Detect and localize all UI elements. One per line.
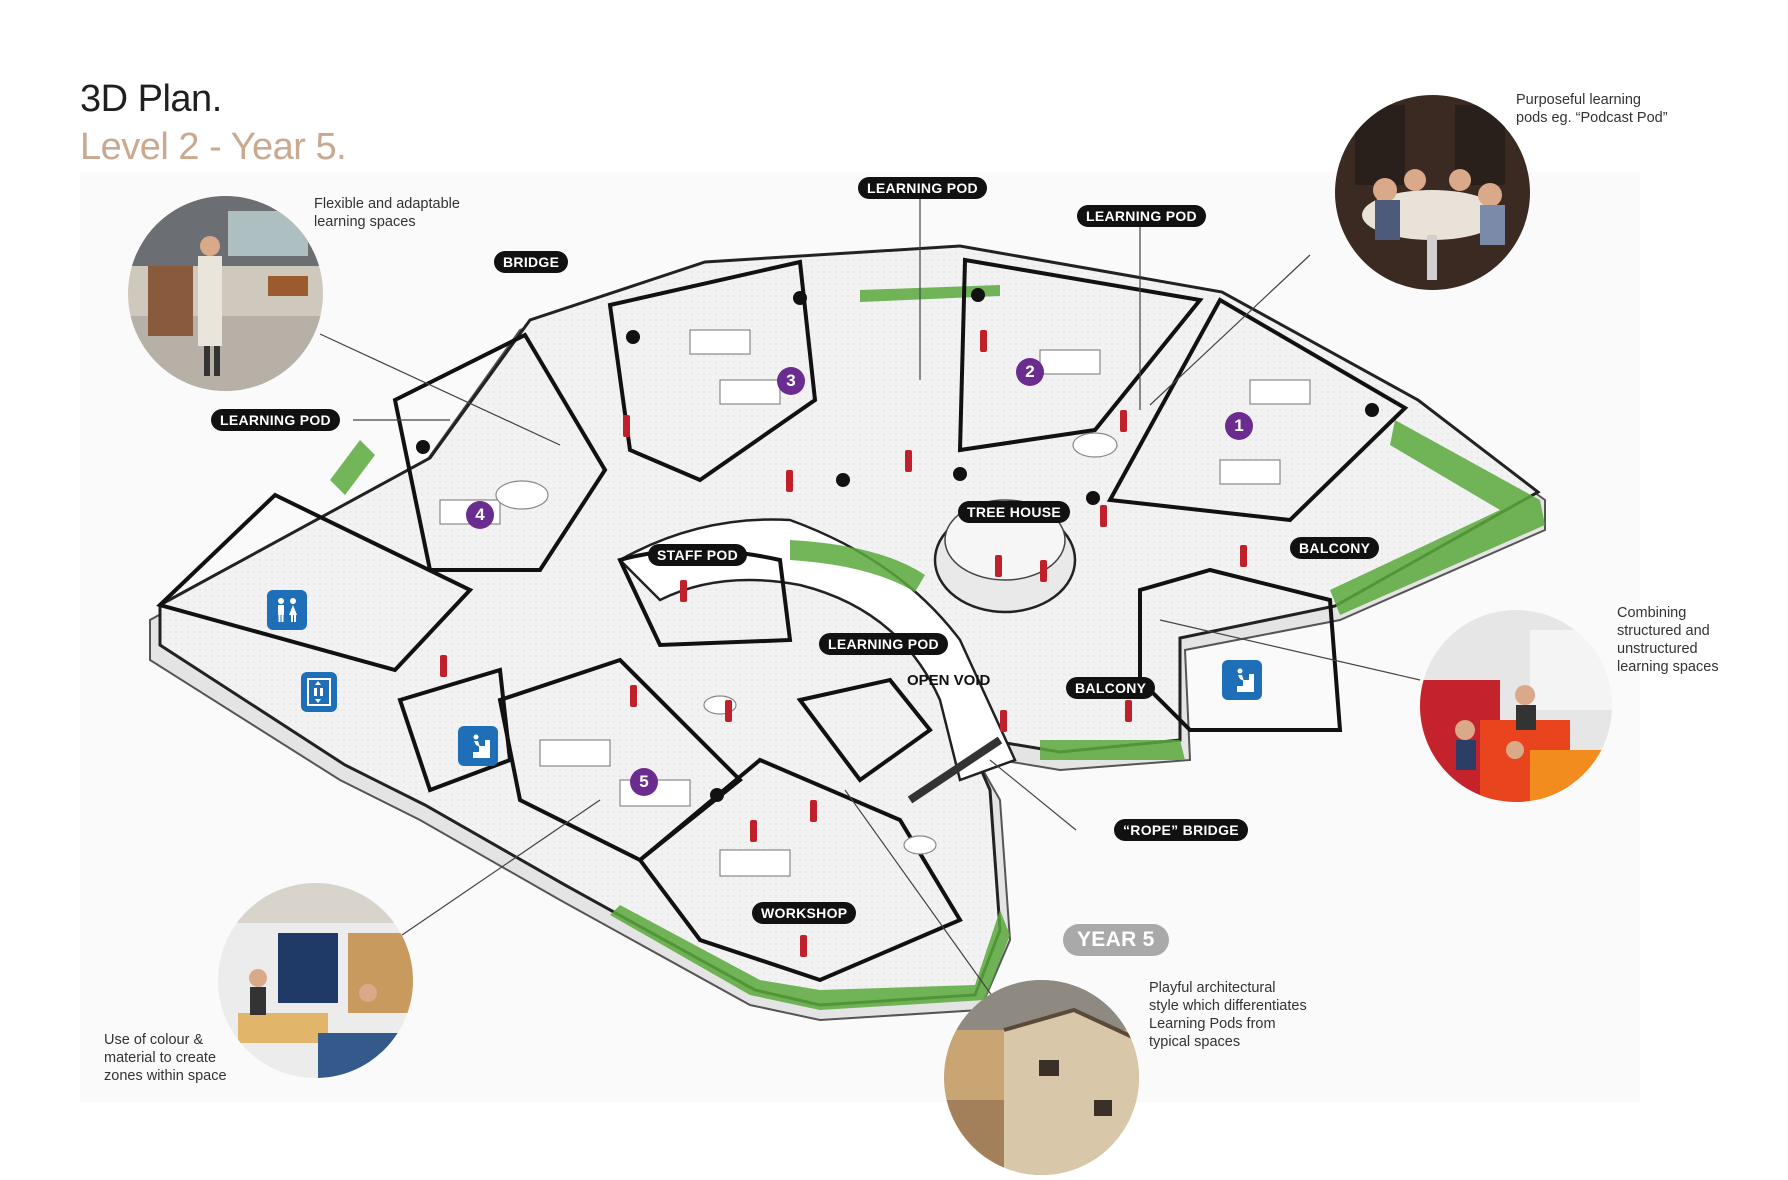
photo-podcast-pod [1335, 95, 1530, 290]
person-figure [995, 555, 1002, 577]
leader-line [844, 789, 996, 1001]
column [793, 291, 807, 305]
caption-combining: Combining structured and unstructured le… [1617, 605, 1719, 675]
person-figure [980, 330, 987, 352]
label-open-void: OPEN VOID [907, 672, 991, 689]
label-balcony-center: BALCONY [1066, 677, 1156, 699]
pod-wall-2 [957, 257, 1204, 453]
column [1365, 403, 1379, 417]
column [416, 440, 430, 454]
person-figure [1100, 505, 1107, 527]
table [719, 379, 781, 405]
leader-line [1149, 254, 1311, 406]
round-table [903, 835, 937, 855]
person-figure [905, 450, 912, 472]
label-balcony-right: BALCONY [1290, 537, 1380, 559]
pod-number-2: 2 [1016, 358, 1044, 386]
label-learning-pod-center: LEARNING POD [819, 633, 948, 655]
rope-bridge [907, 736, 1003, 804]
planter-balcony [1040, 740, 1185, 760]
table [539, 739, 611, 767]
caption-playful: Playful architectural style which differ… [1149, 980, 1307, 1050]
planter-inner [790, 540, 925, 592]
leader-line [319, 333, 561, 446]
person-figure [725, 700, 732, 722]
leader-line [989, 759, 1077, 831]
photo-structured-unstructured [1420, 610, 1612, 802]
pod-wall-1 [1106, 297, 1409, 523]
round-table [495, 480, 549, 510]
stair-block-wall [397, 667, 513, 793]
person-figure [1040, 560, 1047, 582]
stairs-icon [458, 726, 498, 766]
center-pod-wall [796, 677, 933, 783]
column [971, 288, 985, 302]
label-learning-pod-right: LEARNING POD [1077, 205, 1206, 227]
label-tree-house: TREE HOUSE [958, 501, 1071, 523]
planter-left [330, 440, 375, 495]
person-figure [750, 820, 757, 842]
photo-flexible-spaces [128, 196, 323, 391]
label-learning-pod-top: LEARNING POD [858, 177, 987, 199]
person-figure [800, 935, 807, 957]
photo-colour-material [218, 883, 413, 1078]
table [719, 849, 791, 877]
page-subtitle: Level 2 - Year 5. [80, 126, 347, 168]
person-figure [1120, 410, 1127, 432]
column [710, 788, 724, 802]
round-table [1072, 432, 1118, 458]
leader-line [401, 799, 601, 936]
column [953, 467, 967, 481]
pod-number-3: 3 [777, 367, 805, 395]
column [1086, 491, 1100, 505]
person-figure [1125, 700, 1132, 722]
planter-outer-right [1330, 420, 1545, 615]
lift-icon [301, 672, 337, 712]
label-year5: YEAR 5 [1063, 924, 1169, 956]
label-workshop: WORKSHOP [752, 902, 857, 924]
table [1219, 459, 1281, 485]
stairs-icon [1222, 660, 1262, 700]
pod-wall-4 [392, 332, 608, 572]
person-figure [680, 580, 687, 602]
label-staff-pod: STAFF POD [648, 544, 747, 566]
page-title: 3D Plan. [80, 78, 222, 120]
person-figure [1240, 545, 1247, 567]
person-figure [786, 470, 793, 492]
label-rope-bridge: “ROPE” BRIDGE [1114, 819, 1248, 841]
pod-number-5: 5 [630, 768, 658, 796]
photo-playful-style [944, 980, 1139, 1175]
person-figure [440, 655, 447, 677]
caption-podcast: Purposeful learning pods eg. “Podcast Po… [1516, 92, 1668, 126]
column [626, 330, 640, 344]
person-figure [810, 800, 817, 822]
table [1039, 349, 1101, 375]
table [1249, 379, 1311, 405]
table [689, 329, 751, 355]
pod-number-4: 4 [466, 501, 494, 529]
pod-number-1: 1 [1225, 412, 1253, 440]
workshop-wall [637, 757, 963, 983]
person-figure [1000, 710, 1007, 732]
label-learning-pod-left: LEARNING POD [211, 409, 340, 431]
toilets-icon [267, 590, 307, 630]
leader-line [1159, 619, 1421, 681]
planter-bottom [610, 905, 1010, 1010]
building-floor [158, 244, 1541, 1007]
person-figure [630, 685, 637, 707]
caption-colour: Use of colour & material to create zones… [104, 1032, 227, 1084]
column [836, 473, 850, 487]
person-figure [623, 415, 630, 437]
caption-flexible: Flexible and adaptable learning spaces [314, 196, 460, 230]
toilet-block-wall [156, 492, 474, 673]
label-bridge: BRIDGE [494, 251, 569, 273]
